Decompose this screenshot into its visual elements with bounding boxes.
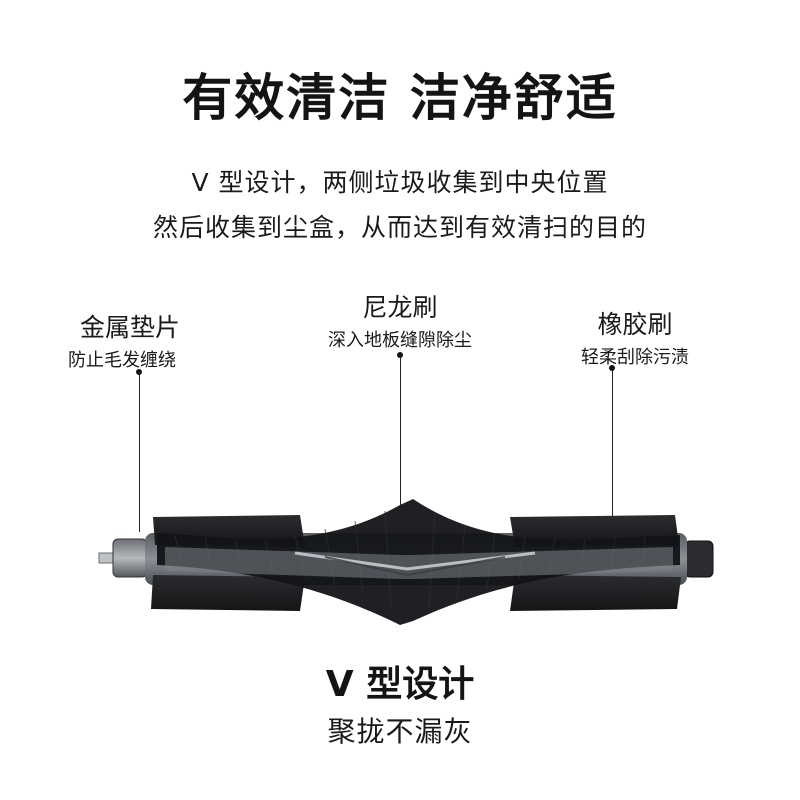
rubber-fin-right-bottom xyxy=(510,575,681,611)
headline: 有效清洁 洁净舒适 xyxy=(182,69,618,127)
core-v-strip xyxy=(165,547,673,579)
right-cap xyxy=(684,540,714,578)
subtitle-line-2: 然后收集到尘盒，从而达到有效清扫的目的 xyxy=(152,213,647,242)
brush-roll-image xyxy=(98,499,714,625)
footer-subtitle: 聚拢不漏灰 xyxy=(327,715,473,748)
callout-nylon-brush-line xyxy=(400,355,401,505)
callout-nylon-brush: 尼龙刷 深入地板缝隙除尘 xyxy=(300,288,500,352)
callout-metal-gasket: 金属垫片 防止毛发缠绕 xyxy=(68,308,230,372)
callout-metal-gasket-desc: 防止毛发缠绕 xyxy=(68,350,176,371)
callout-rubber-brush: 橡胶刷 轻柔刮除污渍 xyxy=(555,305,715,369)
callout-rubber-brush-desc: 轻柔刮除污渍 xyxy=(581,347,689,368)
callout-metal-gasket-line xyxy=(139,372,140,532)
footer-title: V 型设计 xyxy=(325,664,475,705)
callout-nylon-brush-desc: 深入地板缝隙除尘 xyxy=(328,330,472,351)
callout-rubber-brush-line xyxy=(612,368,613,528)
callout-nylon-brush-title: 尼龙刷 xyxy=(362,293,438,322)
left-cap xyxy=(112,538,148,578)
callout-rubber-brush-title: 橡胶刷 xyxy=(597,310,673,339)
callout-metal-gasket-title: 金属垫片 xyxy=(80,313,181,342)
core-v-groove-inner xyxy=(324,556,506,577)
subtitle-line-1: V 型设计，两侧垃圾收集到中央位置 xyxy=(191,168,609,197)
rubber-fin-left-bottom xyxy=(151,575,305,611)
